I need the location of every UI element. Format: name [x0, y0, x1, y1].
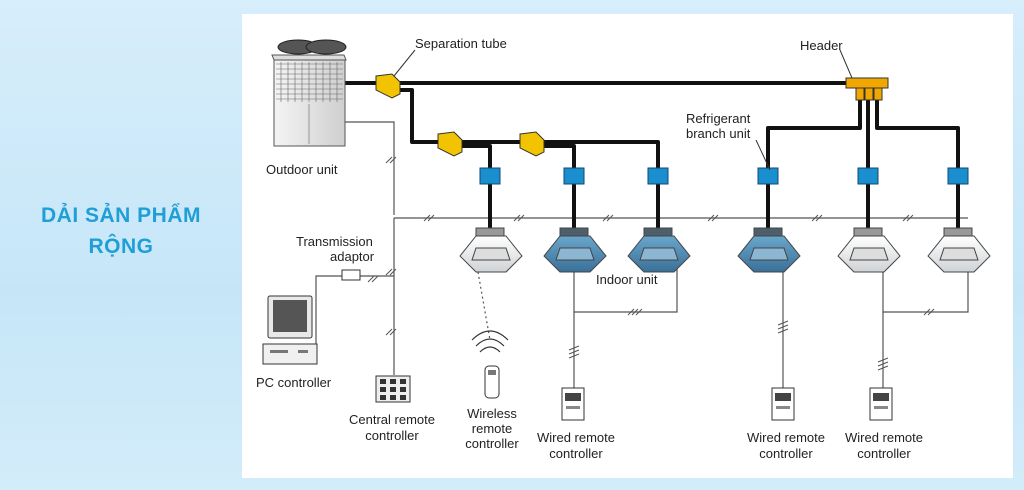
branch-unit-4	[757, 167, 779, 185]
branch-unit-2	[563, 167, 585, 185]
pc-icon	[262, 295, 318, 365]
header-manifold	[845, 77, 889, 101]
label-wired-3a: Wired remote	[845, 430, 923, 445]
wired-remote-icon-3	[869, 387, 893, 421]
label-wired-2a: Wired remote	[747, 430, 825, 445]
label-wired-2b: controller	[759, 446, 813, 461]
label-header: Header	[800, 38, 843, 53]
branch-unit-1	[479, 167, 501, 185]
label-wired-1a: Wired remote	[537, 430, 615, 445]
indoor-unit-1	[459, 227, 523, 273]
labels: Separation tube Header Refrigerant branc…	[256, 36, 923, 461]
label-wired-3b: controller	[857, 446, 911, 461]
label-wired-1b: controller	[549, 446, 603, 461]
leader-lines	[393, 49, 853, 171]
branch-unit-5	[857, 167, 879, 185]
indoor-unit-6	[927, 227, 991, 273]
label-transmission-1: Transmission	[296, 234, 373, 249]
wire-slash-marks	[367, 156, 935, 371]
label-indoor-unit: Indoor unit	[596, 272, 658, 287]
refrigerant-piping	[345, 81, 960, 232]
transmission-adaptor-icon	[341, 269, 361, 281]
branch-unit-6	[947, 167, 969, 185]
outdoor-unit-icon	[271, 39, 347, 147]
indoor-units	[459, 227, 991, 273]
indoor-unit-2	[543, 227, 607, 273]
label-wireless-2: remote	[472, 421, 512, 436]
label-central-remote-2: controller	[365, 428, 419, 443]
headline: DẢI SẢN PHẨM RỘNG	[0, 200, 242, 262]
label-separation-tube: Separation tube	[415, 36, 507, 51]
wired-remote-icon-1	[561, 387, 585, 421]
label-refrigerant-branch-1: Refrigerant	[686, 111, 751, 126]
label-refrigerant-branch-2: branch unit	[686, 126, 751, 141]
headline-line-2: RỘNG	[88, 235, 154, 258]
branch-units	[479, 167, 969, 185]
separation-tube-1	[375, 73, 401, 99]
indoor-unit-5	[837, 227, 901, 273]
label-central-remote-1: Central remote	[349, 412, 435, 427]
headline-line-1: DẢI SẢN PHẨM	[40, 204, 201, 227]
indoor-unit-4	[737, 227, 801, 273]
label-wireless-3: controller	[465, 436, 519, 451]
label-wireless-1: Wireless	[467, 406, 517, 421]
indoor-unit-3	[627, 227, 691, 273]
label-outdoor-unit: Outdoor unit	[266, 162, 338, 177]
separation-tube-2	[437, 131, 463, 157]
central-remote-icon	[375, 375, 411, 403]
wired-remote-icon-2	[771, 387, 795, 421]
label-transmission-2: adaptor	[330, 249, 375, 264]
label-pc-controller: PC controller	[256, 375, 332, 390]
branch-unit-3	[647, 167, 669, 185]
separation-tube-3	[519, 131, 545, 157]
wireless-remote-icon	[471, 330, 509, 399]
